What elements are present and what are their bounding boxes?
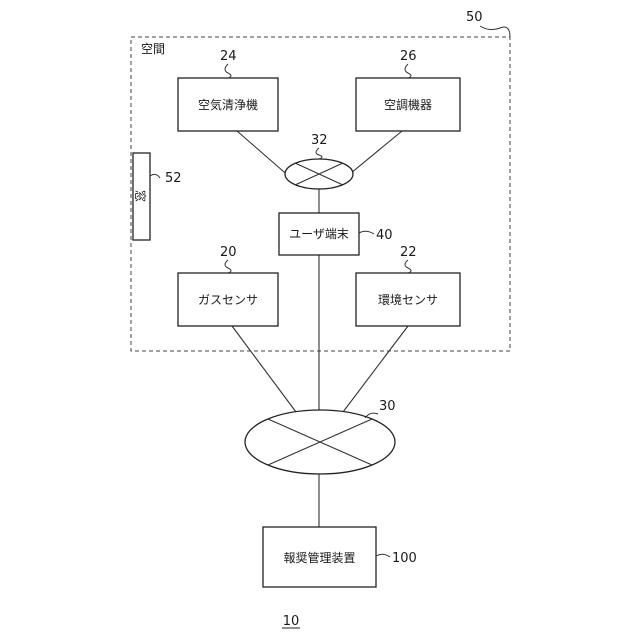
- space-ref: 50: [466, 10, 483, 25]
- air-purifier-label: 空気清浄機: [198, 97, 258, 112]
- window-ref-leader: [150, 174, 160, 178]
- air-purifier-ref: 24: [220, 49, 237, 64]
- air-conditioner-ref-leader: [405, 64, 411, 78]
- gas-sensor-label: ガスセンサ: [198, 293, 258, 307]
- user-terminal-label: ユーザ端末: [289, 227, 349, 241]
- air-conditioner-ref: 26: [400, 49, 417, 64]
- network-ref: 30: [379, 399, 396, 414]
- network-ellipse: [245, 410, 395, 474]
- reward-management-device-ref-leader: [376, 554, 390, 557]
- environment-sensor-label: 環境センサ: [378, 292, 438, 307]
- air-conditioner-label: 空調機器: [384, 97, 432, 112]
- local-network-ref-leader: [316, 148, 322, 159]
- gas-sensor-ref: 20: [220, 245, 237, 260]
- reward-management-device-label: 報奨管理装置: [283, 550, 355, 565]
- figure-number: 10: [283, 614, 300, 629]
- window-label: 窓: [133, 190, 148, 202]
- gas-sensor-ref-leader: [225, 260, 231, 273]
- user-terminal-ref: 40: [376, 228, 393, 243]
- space-ref-leader: [480, 26, 510, 37]
- environment-sensor-ref-leader: [405, 260, 411, 273]
- environment-sensor-ref: 22: [400, 245, 417, 260]
- reward-management-device-ref: 100: [392, 551, 417, 566]
- local-network-ellipse: [285, 159, 353, 189]
- window-ref: 52: [165, 171, 182, 186]
- air-purifier-ref-leader: [225, 64, 231, 78]
- space-label: 空間: [141, 42, 165, 56]
- local-network-ref: 32: [311, 133, 328, 148]
- user-terminal-ref-leader: [359, 231, 374, 234]
